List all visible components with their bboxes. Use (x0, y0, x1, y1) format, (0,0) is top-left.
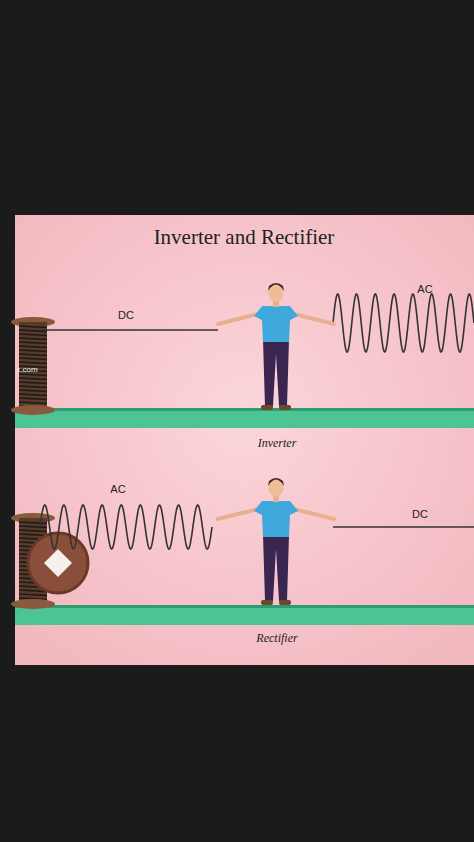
signal-label: AC (417, 283, 432, 295)
coil-spool (11, 317, 55, 415)
ground-band (15, 408, 474, 428)
ground-edge (15, 408, 474, 411)
ac-wave (333, 294, 474, 352)
ac-wave (40, 505, 212, 549)
diagram-title: Inverter and Rectifier (154, 226, 335, 249)
watermark: x.com (16, 366, 37, 375)
signal-label: DC (118, 309, 134, 321)
caption-label: Rectifier (256, 632, 297, 645)
pink-panel (15, 215, 474, 665)
person-figure (218, 283, 334, 410)
signal-label: DC (412, 508, 428, 520)
caption-label: Inverter (258, 437, 297, 450)
dc-wire (40, 329, 218, 331)
ground-band (15, 605, 474, 625)
ground-edge (15, 605, 474, 608)
person-figure (218, 478, 334, 605)
wheel-symbol (28, 533, 88, 593)
dc-wire (333, 526, 474, 528)
signal-label: AC (110, 483, 125, 495)
